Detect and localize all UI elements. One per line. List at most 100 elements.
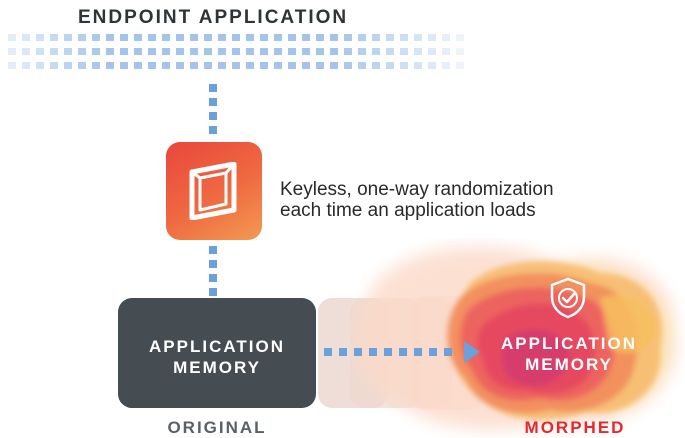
tagline-line-2: each time an application loads (280, 200, 536, 221)
grid-dot (358, 62, 366, 69)
grid-dot (148, 48, 156, 55)
grid-dot (64, 48, 72, 55)
original-memory-line-1: APPLICATION (149, 337, 285, 356)
grid-dot (330, 34, 338, 41)
grid-dot (414, 62, 422, 69)
grid-dot (120, 62, 128, 69)
arrow-dot (414, 348, 422, 356)
grid-dot (50, 48, 58, 55)
grid-dot (148, 62, 156, 69)
grid-dot (78, 34, 86, 41)
grid-dot (260, 34, 268, 41)
grid-dot (246, 62, 254, 69)
grid-dot (22, 48, 30, 55)
grid-dot (428, 34, 436, 41)
shield-check-icon (550, 277, 586, 319)
grid-dot (106, 48, 114, 55)
grid-dot (204, 34, 212, 41)
grid-dot (204, 62, 212, 69)
original-memory-line-2: MEMORY (173, 358, 261, 377)
grid-dot (232, 48, 240, 55)
grid-dot (36, 62, 44, 69)
connector-dot (209, 98, 217, 106)
middle-connector-dots (209, 246, 217, 296)
grid-dot (456, 62, 464, 69)
grid-dot (456, 48, 464, 55)
grid-dot (372, 62, 380, 69)
morphed-caption: MORPHED (524, 418, 626, 437)
arrow-dot (429, 348, 437, 356)
grid-dot (64, 62, 72, 69)
grid-dot (316, 34, 324, 41)
grid-dot (106, 62, 114, 69)
grid-dot (8, 62, 16, 69)
arrow-head-icon (464, 341, 480, 363)
grid-dot (134, 34, 142, 41)
grid-dot (92, 62, 100, 69)
grid-dot (22, 62, 30, 69)
grid-dot (386, 34, 394, 41)
grid-dot (302, 62, 310, 69)
morphing-cube-icon (166, 142, 262, 240)
grid-dot (400, 48, 408, 55)
grid-dot (442, 48, 450, 55)
grid-dot (400, 34, 408, 41)
grid-dot (106, 34, 114, 41)
grid-dot (204, 48, 212, 55)
grid-dot (358, 34, 366, 41)
arrow-dot (339, 348, 347, 356)
morphed-memory-label: APPLICATION MEMORY (488, 333, 650, 375)
grid-dot (36, 34, 44, 41)
grid-dot (400, 62, 408, 69)
grid-dot (386, 48, 394, 55)
grid-dot (344, 48, 352, 55)
grid-dot (372, 48, 380, 55)
cube-glyph (189, 162, 237, 220)
connector-dot (209, 126, 217, 134)
connector-dot (209, 112, 217, 120)
grid-dot (64, 34, 72, 41)
grid-dot (274, 62, 282, 69)
grid-dot (274, 48, 282, 55)
grid-dot (232, 62, 240, 69)
grid-dot (148, 34, 156, 41)
grid-dot (246, 34, 254, 41)
grid-dot (162, 62, 170, 69)
grid-dot (442, 34, 450, 41)
grid-dot (134, 48, 142, 55)
grid-dot (414, 34, 422, 41)
grid-dot (288, 34, 296, 41)
grid-dot (176, 62, 184, 69)
grid-dot (288, 48, 296, 55)
grid-dot (372, 34, 380, 41)
grid-dot (288, 62, 296, 69)
grid-dot (260, 48, 268, 55)
arrow-dot (324, 348, 332, 356)
grid-dot (344, 34, 352, 41)
grid-dot (162, 48, 170, 55)
grid-dot (190, 48, 198, 55)
arrow-dot (399, 348, 407, 356)
top-connector-dots (209, 84, 217, 134)
grid-dot (8, 34, 16, 41)
grid-dot (190, 62, 198, 69)
grid-dot (92, 34, 100, 41)
grid-dot (190, 34, 198, 41)
grid-dot (428, 48, 436, 55)
connector-dot (209, 246, 217, 254)
grid-dot (120, 48, 128, 55)
arrow-dot (384, 348, 392, 356)
cloud-layers (447, 261, 663, 421)
grid-dot (260, 62, 268, 69)
original-memory-box (118, 298, 316, 408)
connector-dot (209, 288, 217, 296)
morphed-memory-line-1: APPLICATION (501, 334, 637, 353)
morphed-memory-line-2: MEMORY (525, 355, 613, 374)
grid-dot (358, 48, 366, 55)
grid-dot (344, 62, 352, 69)
grid-dot (162, 34, 170, 41)
grid-dot (232, 34, 240, 41)
randomization-description: Keyless, one-way randomization each time… (280, 179, 554, 221)
grid-dot (134, 62, 142, 69)
grid-dot (50, 62, 58, 69)
